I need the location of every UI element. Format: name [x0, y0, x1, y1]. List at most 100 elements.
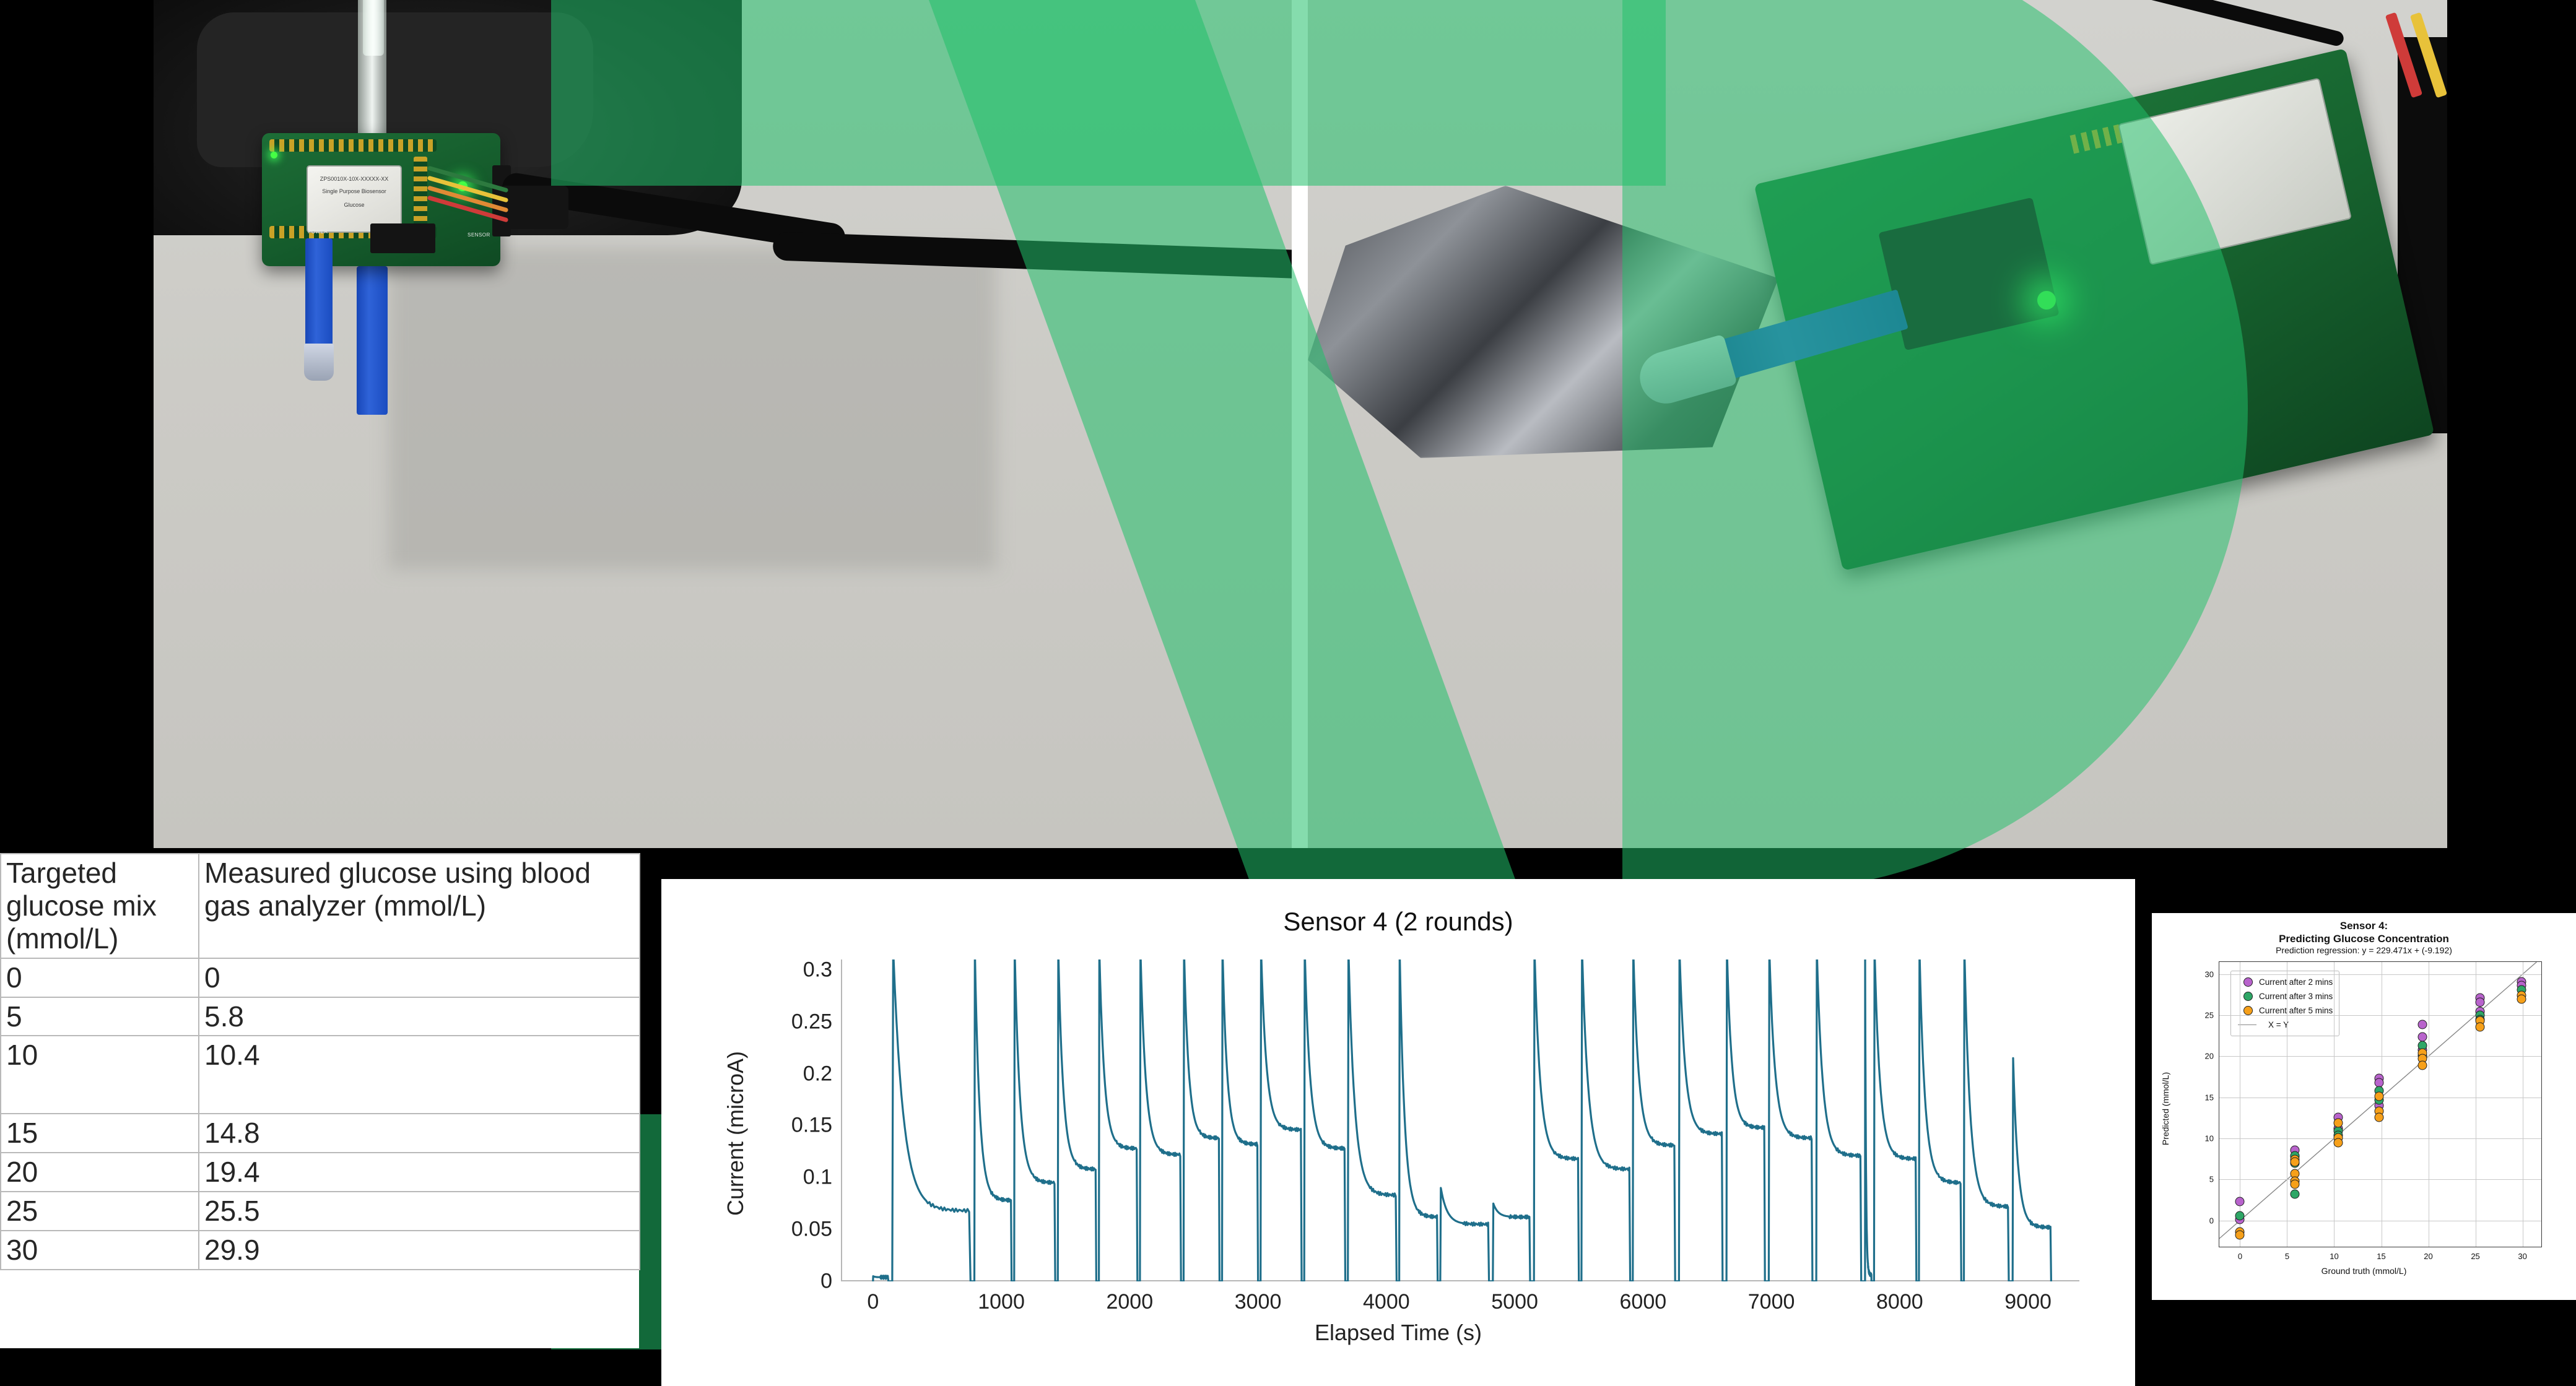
y-tick-label: 0.15 [791, 1113, 832, 1137]
cell-measured: 14.8 [198, 1113, 640, 1154]
scatter-x-tick-label: 0 [2237, 1252, 2243, 1261]
scatter-point [2290, 1157, 2300, 1167]
cell-target: 0 [0, 957, 199, 998]
cell-target: 30 [0, 1230, 199, 1271]
glucose-calibration-table: Targeted glucose mix (mmol/L) Measured g… [0, 853, 640, 1348]
cell-target: 15 [0, 1113, 199, 1154]
legend-item: Current after 2 mins [2236, 975, 2333, 989]
x-tick-label: 7000 [1747, 1290, 1795, 1314]
th-measured: Measured glucose using blood gas analyze… [198, 853, 640, 959]
cell-target: 10 [0, 1035, 199, 1115]
scatter-x-tick-label: 20 [2424, 1252, 2433, 1261]
chart-title: Sensor 4 (2 rounds) [1283, 907, 1513, 936]
x-axis-line [841, 1280, 2079, 1281]
legend-label: Current after 5 mins [2259, 1006, 2333, 1015]
scatter-point [2333, 1118, 2343, 1128]
scatter-point [2235, 1230, 2245, 1240]
scatter-x-axis-label: Ground truth (mmol/L) [2321, 1266, 2407, 1276]
scatter-y-tick-label: 20 [2204, 1051, 2214, 1061]
grid-line [2219, 1056, 2541, 1057]
scatter-point [2417, 1060, 2427, 1070]
y-tick-label: 0.2 [803, 1062, 832, 1086]
y-tick-label: 0.05 [791, 1217, 832, 1241]
legend-item: Current after 3 mins [2236, 989, 2333, 1003]
biosensor-module: ZPS0010X-10X-XXXXX-XX Single Purpose Bio… [307, 165, 402, 233]
test-strip-inserted-into-board-photo [1308, 0, 2447, 848]
table-row: 10 10.4 [0, 1035, 640, 1115]
scatter-plot-area: Current after 2 mins Current after 3 min… [2205, 961, 2542, 1261]
scatter-subtitle: Prediction regression: y = 229.471x + (-… [2276, 945, 2452, 955]
y-axis-line [841, 959, 842, 1281]
scatter-y-tick-label: 5 [2209, 1174, 2214, 1184]
legend-item: Current after 5 mins [2236, 1003, 2333, 1018]
chart-x-axis-label: Elapsed Time (s) [1314, 1320, 1482, 1345]
x-tick-label: 1000 [978, 1290, 1025, 1314]
biosensor-board-with-tubing-photo: ZPS0010X-10X-XXXXX-XX Single Purpose Bio… [154, 0, 1292, 848]
timeseries-curve [872, 959, 2052, 1281]
table-row: 20 19.4 [0, 1152, 640, 1193]
scatter-bottom-black-margin [2152, 1300, 2576, 1386]
y-tick-label: 0.1 [803, 1165, 832, 1189]
timeseries-chart-panel: Sensor 4 (2 rounds) Current (microA) Ela… [661, 879, 2135, 1386]
y-tick-label: 0 [820, 1269, 832, 1293]
left-black-margin [0, 0, 154, 848]
grid-line [2219, 1015, 2541, 1016]
legend-label: X = Y [2268, 1020, 2289, 1029]
scatter-title-line2: Predicting Glucose Concentration [2279, 933, 2449, 945]
scatter-y-tick-label: 25 [2204, 1010, 2214, 1020]
legend-swatch-2min [2243, 977, 2253, 987]
scatter-y-tick-label: 0 [2209, 1216, 2214, 1226]
power-led [271, 152, 277, 158]
scatter-point [2235, 1197, 2245, 1206]
scatter-x-tick-label: 25 [2471, 1252, 2480, 1261]
x-tick-label: 2000 [1106, 1290, 1154, 1314]
scatter-y-tick-label: 30 [2204, 969, 2214, 979]
legend-label: Current after 2 mins [2259, 977, 2333, 987]
scatter-point [2517, 994, 2526, 1004]
silkscreen-power: POWER [308, 229, 328, 235]
scatter-point [2290, 1189, 2300, 1199]
x-tick-label: 9000 [2004, 1290, 2052, 1314]
scatter-x-tick-label: 15 [2377, 1252, 2386, 1261]
status-led-right [2037, 291, 2056, 310]
scatter-point [2475, 997, 2485, 1007]
x-tick-label: 3000 [1234, 1290, 1282, 1314]
cell-target: 20 [0, 1152, 199, 1193]
x-tick-label: 0 [867, 1290, 879, 1314]
x-tick-label: 4000 [1363, 1290, 1410, 1314]
scatter-title: Sensor 4: Predicting Glucose Concentrati… [2152, 919, 2576, 946]
scatter-x-tick-label: 5 [2284, 1252, 2290, 1261]
biosensor-pcb: ZPS0010X-10X-XXXXX-XX Single Purpose Bio… [262, 133, 511, 266]
table-row: 15 14.8 [0, 1113, 640, 1154]
silkscreen-sensor: SENSOR [468, 232, 490, 238]
scatter-legend: Current after 2 mins Current after 3 min… [2230, 971, 2340, 1036]
grid-line [2219, 974, 2541, 975]
table-row: 5 5.8 [0, 996, 640, 1037]
table-row: 25 25.5 [0, 1191, 640, 1232]
sensor-connector [370, 223, 435, 253]
legend-swatch-5min [2243, 1006, 2253, 1015]
scatter-point [2333, 1138, 2343, 1148]
cell-measured: 25.5 [198, 1191, 640, 1232]
parity-scatter-panel: Sensor 4: Predicting Glucose Concentrati… [2152, 913, 2576, 1300]
legend-item: X = Y [2236, 1018, 2333, 1032]
table-row: 0 0 [0, 957, 640, 998]
cell-measured: 0 [198, 957, 640, 998]
x-tick-label: 5000 [1491, 1290, 1538, 1314]
grid-line [2219, 1179, 2541, 1180]
scatter-y-tick-label: 15 [2204, 1093, 2214, 1102]
scatter-point [2475, 1022, 2485, 1032]
scatter-y-axis-label: Predicted (mmol/L) [2160, 1072, 2170, 1146]
cell-target: 25 [0, 1191, 199, 1232]
legend-swatch-identity-line [2238, 1024, 2256, 1025]
th-targeted: Targeted glucose mix (mmol/L) [0, 853, 199, 959]
cell-measured: 29.9 [198, 1230, 640, 1271]
chart-y-axis-label: Current (microA) [723, 1050, 748, 1216]
scatter-point [2417, 1032, 2427, 1042]
y-tick-label: 0.25 [791, 1010, 832, 1034]
header-pins-right [414, 157, 427, 234]
scatter-y-tick-label: 10 [2204, 1133, 2214, 1143]
scatter-title-line1: Sensor 4: [2339, 920, 2388, 932]
